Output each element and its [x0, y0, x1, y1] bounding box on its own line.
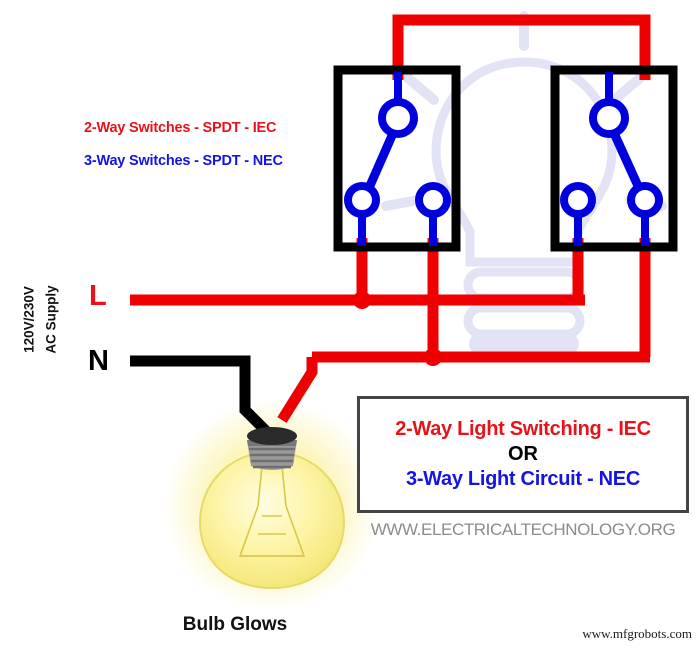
right-switch[interactable] — [550, 65, 678, 252]
left-switch[interactable] — [333, 65, 461, 252]
supply-type-label: AC Supply — [43, 285, 59, 354]
switched-live-wire — [277, 246, 651, 423]
legend-url-label: WWW.ELECTRICALTECHNOLOGY.ORG — [370, 520, 676, 539]
neutral-wire — [130, 355, 276, 441]
site-credit-label: www.mfgrobots.com — [582, 626, 692, 641]
supply-voltage-label: 120V/230V — [21, 286, 37, 353]
bulb-caption-label: Bulb Glows — [182, 614, 288, 635]
bulb-glass — [198, 450, 346, 590]
right-switch-common-terminal[interactable] — [589, 98, 629, 138]
traveler-wire-top — [392, 14, 651, 70]
bulb-screw-base — [247, 427, 297, 470]
junction-dot-switched-live — [424, 348, 442, 366]
bulb-filament — [238, 465, 306, 557]
left-switch-common-terminal[interactable] — [378, 98, 418, 138]
bulb-cap — [247, 427, 297, 445]
legend-nec-label: 3-Way Switches - SPDT - NEC — [84, 153, 283, 169]
right-switch-enclosure — [550, 65, 678, 252]
light-bulb — [198, 427, 346, 590]
left-switch-enclosure — [333, 65, 461, 252]
legend-box: 2-Way Light Switching - IEC OR 3-Way Lig… — [357, 396, 689, 513]
legend-line-iec: 2-Way Light Switching - IEC — [395, 418, 651, 440]
legend-line-or: OR — [508, 443, 538, 465]
live-terminal-label: L — [89, 280, 107, 312]
legend-line-nec: 3-Way Light Circuit - NEC — [406, 468, 640, 490]
neutral-terminal-label: N — [88, 345, 109, 377]
junction-dot-live — [353, 291, 371, 309]
legend-iec-label: 2-Way Switches - SPDT - IEC — [84, 120, 277, 136]
